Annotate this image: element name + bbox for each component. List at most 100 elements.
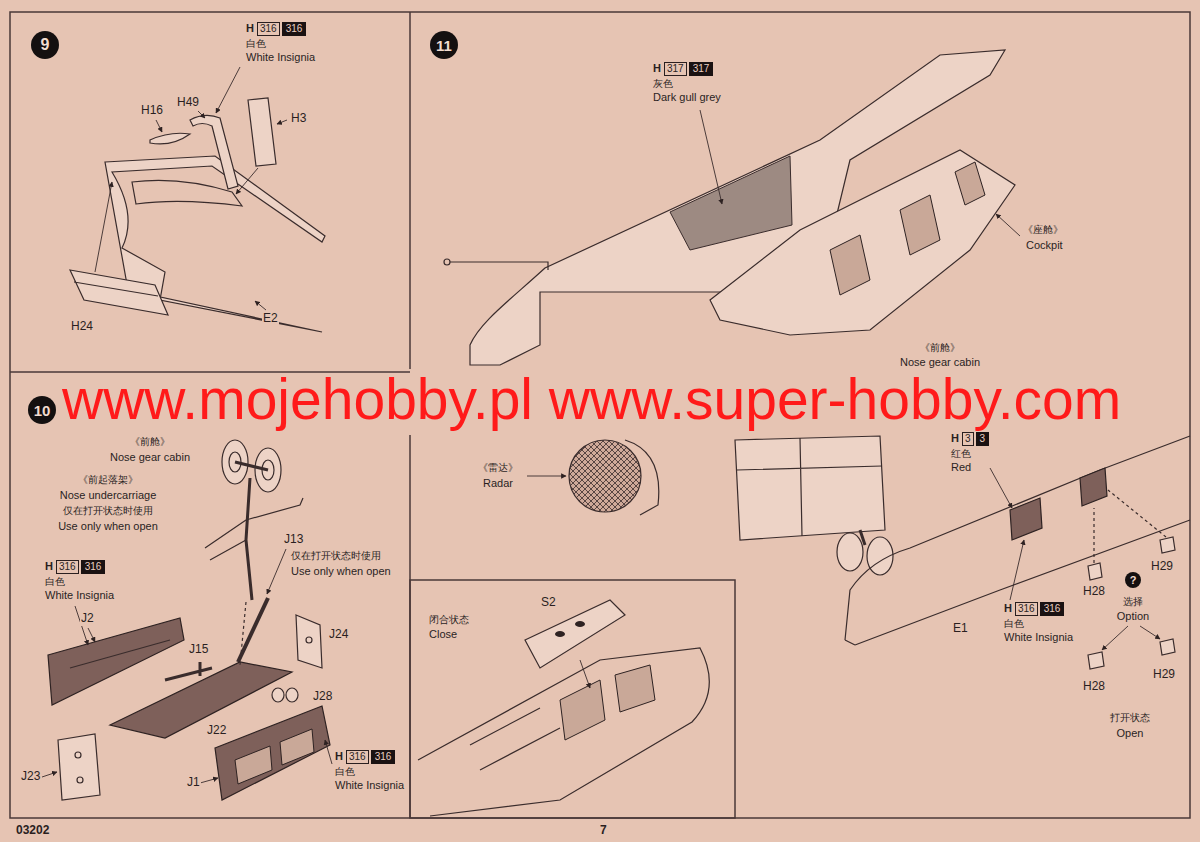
part-number: J1: [186, 776, 201, 790]
part-number: J13: [283, 533, 304, 547]
paint-chip: 316: [81, 560, 106, 574]
part-j15: [165, 662, 212, 680]
label-text: J1: [187, 775, 200, 789]
panel-detail: [70, 640, 170, 668]
label-text: 316: [1018, 603, 1035, 614]
dark-grey-area: [670, 156, 792, 250]
part-number: H29: [1152, 668, 1176, 682]
note: 仅在打开状态时使用: [290, 550, 382, 562]
part-j2: [48, 618, 184, 705]
inset-frame: [410, 580, 735, 818]
assembly-line: [1108, 490, 1166, 537]
part-h3: [248, 98, 276, 166]
part-s2: [525, 600, 625, 668]
step-9-art: [70, 67, 325, 332]
label-text: 仅在打开状态时使用: [291, 550, 381, 561]
color-name: 白色: [1003, 618, 1025, 630]
part-number: E1: [952, 622, 969, 636]
label-text: S2: [541, 595, 556, 609]
section-title: Nose gear cabin: [109, 451, 191, 464]
paint-chip: 316: [257, 22, 280, 36]
section-title: 《雷达》: [477, 462, 519, 474]
color-name: 灰色: [652, 78, 674, 90]
label-text: J28: [313, 689, 332, 703]
label-text: Use only when open: [291, 565, 391, 577]
label-text: Use only when open: [58, 520, 158, 532]
label-text: H: [1004, 602, 1012, 614]
label-text: 选择: [1123, 596, 1143, 607]
paint-chip: 316: [346, 750, 369, 764]
fuselage-section: [418, 648, 709, 816]
label-text: 3: [980, 433, 986, 444]
bay-detail: [560, 665, 655, 740]
label-text: 白色: [246, 38, 266, 49]
section-title: Cockpit: [1025, 239, 1064, 252]
label-text: 仅在打开状态时使用: [63, 505, 153, 516]
color-name: White Insignia: [44, 589, 115, 602]
section-title: Radar: [482, 477, 514, 490]
label-text: H29: [1153, 667, 1175, 681]
label-text: White Insignia: [45, 589, 114, 601]
leader-line: [527, 476, 566, 477]
panel-frames: [10, 12, 1190, 818]
label-text: www.mojehobby.pl www.super-hobby.com: [62, 367, 1121, 431]
fuselage-lower-part: [845, 436, 1190, 645]
part-number: H29: [1150, 560, 1174, 574]
paint-code: H: [950, 432, 960, 445]
part-number: S2: [540, 596, 557, 610]
part-number: H28: [1082, 585, 1106, 599]
part-h28: [1088, 563, 1102, 580]
leader-line: [1010, 540, 1024, 600]
part-hole: [75, 752, 81, 758]
label-text: 打开状态: [1110, 712, 1150, 723]
part-h24: [70, 270, 168, 315]
paint-chip: 316: [1040, 602, 1065, 616]
label-text: H28: [1083, 584, 1105, 598]
label-text: J2: [81, 611, 94, 625]
label-text: White Insignia: [335, 779, 404, 791]
paint-code: H: [245, 22, 255, 35]
radar-dish: [569, 440, 641, 512]
label-text: Red: [951, 461, 971, 473]
label-text: 灰色: [653, 78, 673, 89]
label-text: Dark gull grey: [653, 91, 721, 103]
leader-line: [255, 301, 266, 310]
label-text: 317: [693, 63, 710, 74]
panel-divider: [409, 12, 411, 369]
color-name: White Insignia: [245, 51, 316, 64]
label-text: 3: [965, 433, 971, 444]
bay-opening: [1010, 468, 1107, 540]
label-text: Nose gear cabin: [110, 451, 190, 463]
assembly-line: [236, 168, 258, 194]
label-text: J23: [21, 769, 40, 783]
part-number: J15: [188, 643, 209, 657]
paint-chip: 316: [1015, 602, 1038, 616]
step-label: 10: [34, 403, 51, 418]
label-text: Nose gear cabin: [900, 356, 980, 368]
label-text: Option: [1117, 610, 1149, 622]
step-11-art: [444, 50, 1190, 669]
label-text: 317: [667, 63, 684, 74]
part-number: H24: [70, 320, 94, 334]
step-10-art: [42, 440, 332, 800]
label-text: J15: [189, 642, 208, 656]
label-text: H: [951, 432, 959, 444]
part-number: E2: [262, 312, 279, 326]
leader-line: [996, 214, 1020, 236]
color-name: Dark gull grey: [652, 91, 722, 104]
label-text: 《前舱》: [130, 436, 170, 447]
label-text: 316: [349, 751, 366, 762]
panel-window: [235, 729, 314, 784]
label-text: 闭合状态: [429, 614, 469, 625]
axle: [235, 462, 268, 470]
part-h29: [1160, 639, 1175, 655]
section-title: 《前舱》: [919, 342, 961, 354]
cockpit-tub: [710, 150, 1015, 335]
label-text: Close: [429, 628, 457, 640]
part-number: J23: [20, 770, 41, 784]
leader-line: [156, 120, 162, 132]
assembly-line: [95, 182, 112, 272]
leader-line: [198, 111, 205, 118]
part-number: J22: [206, 724, 227, 738]
label-text: Nose undercarriage: [60, 489, 157, 501]
